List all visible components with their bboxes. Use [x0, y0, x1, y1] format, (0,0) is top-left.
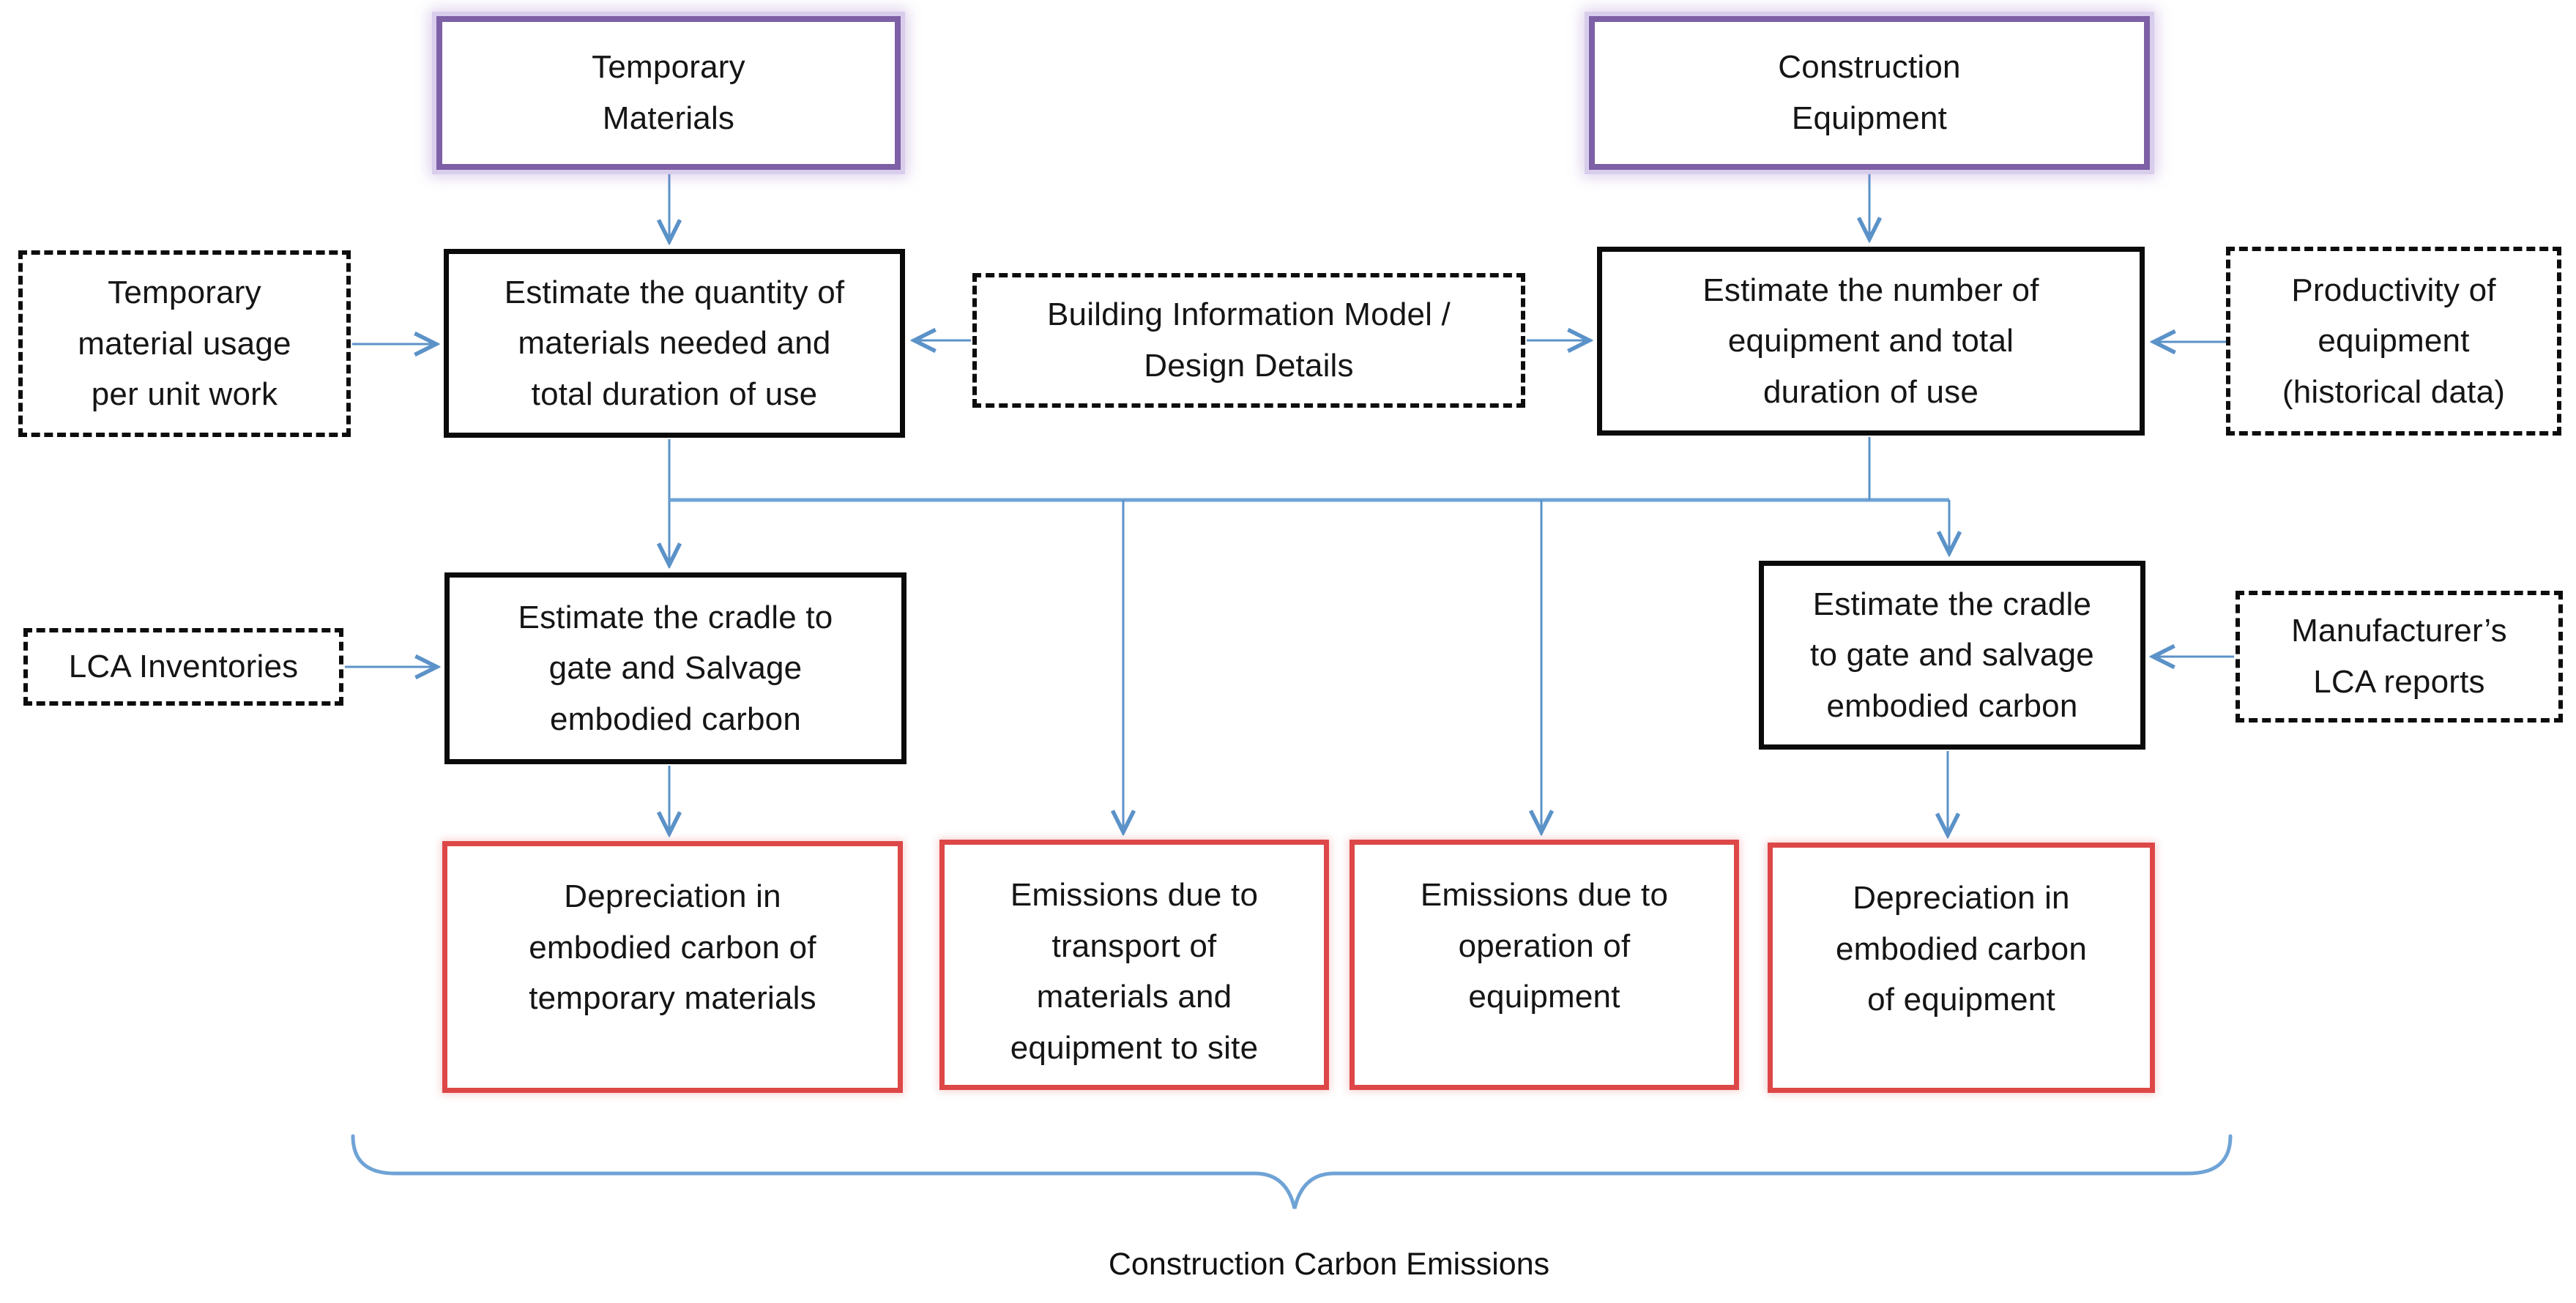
- node-manufacturers-lca-reports: Manufacturer’s LCA reports: [2236, 591, 2563, 723]
- node-lca-inventories-label: LCA Inventories: [68, 649, 299, 685]
- node-estimate-number: Estimate the number of equipment and tot…: [1597, 247, 2145, 436]
- node-estimate-quantity-label: Estimate the quantity of materials neede…: [504, 274, 845, 412]
- diagram-caption: Construction Carbon Emissions: [1108, 1247, 1550, 1282]
- node-cradle-salvage-equipment-label: Estimate the cradle to gate and salvage …: [1810, 586, 2094, 724]
- node-temp-material-usage-label: Temporary material usage per unit work: [78, 275, 291, 413]
- node-estimate-quantity: Estimate the quantity of materials neede…: [444, 249, 905, 438]
- node-temporary-materials-label: Temporary Materials: [592, 49, 745, 136]
- node-temp-material-usage: Temporary material usage per unit work: [18, 250, 351, 437]
- node-transport-emissions: Emissions due to transport of materials …: [939, 840, 1329, 1090]
- node-operation-emissions: Emissions due to operation of equipment: [1350, 840, 1739, 1090]
- node-bim-design-details-label: Building Information Model / Design Deta…: [1046, 296, 1451, 384]
- node-lca-inventories: LCA Inventories: [23, 628, 343, 706]
- node-depreciation-equipment: Depreciation in embodied carbon of equip…: [1768, 843, 2155, 1093]
- node-productivity-equipment: Productivity of equipment (historical da…: [2226, 247, 2561, 436]
- node-depreciation-equipment-label: Depreciation in embodied carbon of equip…: [1835, 880, 2087, 1018]
- node-cradle-salvage-equipment: Estimate the cradle to gate and salvage …: [1759, 561, 2145, 750]
- node-construction-equipment-label: Construction Equipment: [1778, 49, 1961, 136]
- node-manufacturers-lca-reports-label: Manufacturer’s LCA reports: [2291, 613, 2507, 700]
- node-depreciation-materials: Depreciation in embodied carbon of tempo…: [442, 841, 903, 1093]
- node-temporary-materials: Temporary Materials: [436, 16, 901, 170]
- node-depreciation-materials-label: Depreciation in embodied carbon of tempo…: [529, 878, 816, 1017]
- node-transport-emissions-label: Emissions due to transport of materials …: [1010, 877, 1259, 1066]
- node-construction-equipment: Construction Equipment: [1589, 16, 2150, 170]
- curly-brace: [351, 1134, 2233, 1209]
- node-operation-emissions-label: Emissions due to operation of equipment: [1420, 877, 1669, 1015]
- node-estimate-number-label: Estimate the number of equipment and tot…: [1702, 272, 2039, 410]
- node-cradle-salvage-materials: Estimate the cradle to gate and Salvage …: [444, 572, 907, 764]
- node-productivity-equipment-label: Productivity of equipment (historical da…: [2282, 272, 2506, 410]
- node-bim-design-details: Building Information Model / Design Deta…: [972, 273, 1525, 408]
- node-cradle-salvage-materials-label: Estimate the cradle to gate and Salvage …: [518, 599, 833, 737]
